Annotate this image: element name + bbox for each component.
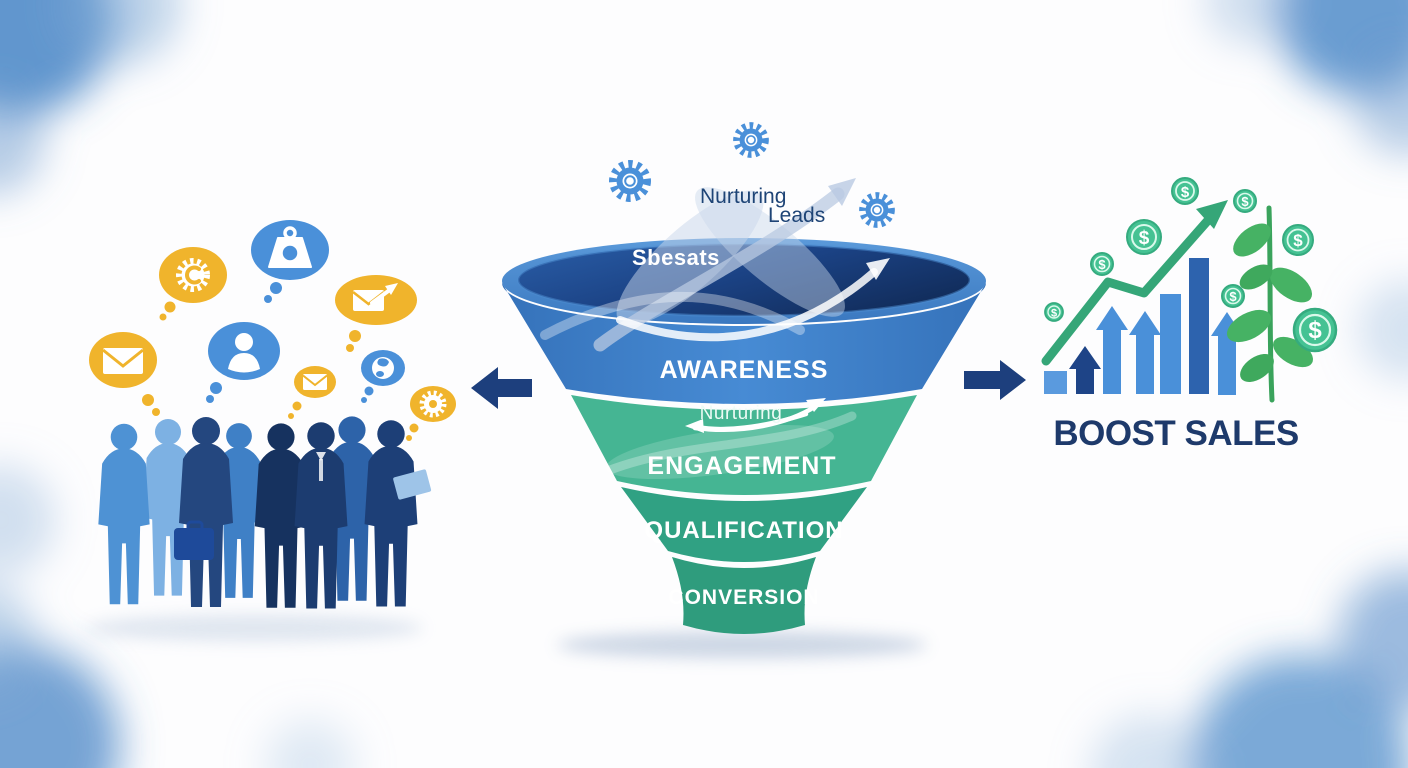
gear-icon (419, 390, 447, 418)
swoosh-decoration (540, 178, 890, 352)
email-growth-icon (352, 283, 398, 311)
globe-icon (372, 357, 394, 379)
chart-bar (1044, 371, 1067, 394)
dollar-coin-icon: $ (1090, 252, 1114, 276)
leaf-icon (1239, 264, 1273, 290)
flow-label-line1: Nurturing (700, 185, 787, 208)
chart-bar-arrow (1069, 346, 1101, 394)
dollar-coin-icon: $ (1171, 177, 1199, 205)
gear-icon (609, 160, 651, 202)
flow-label-line2: Leads (768, 204, 826, 227)
gear-icon (859, 192, 895, 228)
thought-bubble (206, 322, 280, 403)
funnel-stage-qualification (621, 487, 867, 562)
thought-bubble (335, 275, 417, 352)
funnel-stage-awareness (502, 283, 986, 404)
stage-label-conversion: CONVERSION (668, 586, 820, 609)
svg-text:$: $ (1139, 228, 1150, 249)
tie-detail (319, 459, 323, 481)
tie-detail (316, 452, 326, 461)
arrow-left-icon (471, 367, 532, 409)
email-icon (302, 374, 328, 390)
svg-text:$: $ (1098, 257, 1106, 272)
thought-bubbles (89, 220, 456, 441)
gear-c-icon (176, 258, 210, 292)
nurturing-arrows (605, 398, 857, 480)
svg-text:$: $ (1308, 317, 1322, 344)
thought-bubble (89, 332, 160, 416)
dollar-coin-icon: $ (1282, 224, 1314, 256)
dollar-coin-icon: $ (1044, 302, 1064, 322)
boost-sales-headline: BOOST SALES (1053, 414, 1299, 453)
funnel-rim-label: Sbesats (632, 245, 720, 270)
stage-label-awareness: AWARENESS (659, 356, 829, 384)
briefcase-icon (174, 520, 214, 560)
people-silhouettes (98, 416, 432, 609)
thought-bubble (288, 366, 336, 419)
trend-arrow-icon (1041, 200, 1228, 366)
dollar-coin-icon: $ (1126, 219, 1162, 255)
dollar-coin-icon: $ (1292, 307, 1338, 353)
funnel-shadow (557, 632, 927, 658)
thought-bubble (159, 247, 227, 321)
leaf-icon (1269, 267, 1313, 303)
svg-text:$: $ (1293, 231, 1303, 250)
people-shadow (87, 615, 423, 641)
svg-text:$: $ (1229, 289, 1237, 304)
arrow-right-icon (964, 360, 1026, 400)
dollar-coins: $ $ $ $ $ (1044, 177, 1338, 353)
money-plant (1226, 205, 1313, 403)
chart-bar-arrow (1096, 306, 1128, 394)
thought-bubble (251, 220, 329, 303)
thought-bubble (361, 350, 405, 403)
gear-icon (733, 122, 769, 158)
person-icon (228, 333, 260, 373)
funnel-stage-conversion (672, 557, 816, 634)
leaf-icon (1226, 309, 1272, 343)
thought-bubble (406, 386, 456, 441)
leaf-icon (1240, 353, 1274, 383)
stage-label-engagement: ENGAGEMENT (647, 452, 837, 480)
funnel-bowl-highlight (516, 242, 972, 318)
svg-text:$: $ (1181, 184, 1190, 201)
audience-group (87, 220, 456, 641)
sales-funnel (502, 122, 986, 658)
funnel-stage-engagement (571, 395, 917, 495)
growth-chart: $ $ $ $ $ (1041, 177, 1338, 403)
dollar-coin-icon: $ (1233, 189, 1257, 213)
chart-bar (1189, 258, 1209, 394)
laptop-icon (393, 469, 432, 500)
mid-flow-label: Nurturing (699, 403, 783, 424)
dollar-coin-icon: $ (1221, 284, 1245, 308)
stage-label-qualification: QUALIFICATION (644, 517, 844, 544)
person-silhouette (364, 420, 418, 607)
chart-bar (1160, 294, 1181, 394)
person-silhouette (98, 423, 150, 605)
leaf-icon (1233, 223, 1271, 257)
chart-bar-arrow (1129, 311, 1161, 394)
svg-text:$: $ (1051, 308, 1057, 320)
svg-text:$: $ (1241, 194, 1249, 209)
weight-bag-icon (268, 226, 312, 268)
email-icon (102, 348, 144, 374)
